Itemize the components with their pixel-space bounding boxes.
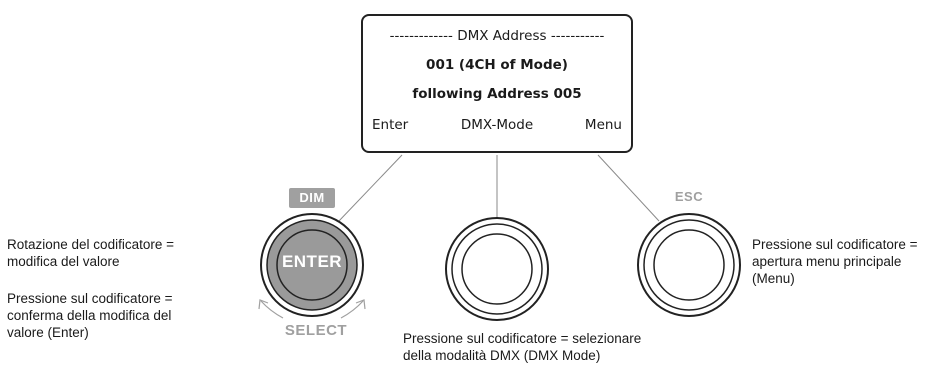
display-line-following: following Address 005 [412,86,582,102]
encoder-right-knob[interactable] [637,213,741,317]
center-encoder-press-description: Pressione sul codificatore = selezionare… [403,331,642,363]
rotate-arrow-left-head-icon [258,299,269,310]
rotate-arrow-right-icon [340,300,364,319]
dim-tag: DIM [289,188,335,208]
display-line-title: ------------- DMX Address ----------- [389,28,605,44]
encoder-left-knob[interactable] [260,213,364,317]
encoder-center-knob[interactable] [445,217,549,321]
right-encoder-press-description: Pressione sul codificatore = apertura me… [752,237,918,286]
connector-line-right [597,154,660,222]
lcd-display: ------------- DMX Address ----------- 00… [361,14,633,153]
rotate-arrow-right-head-icon [355,299,366,310]
enter-label: ENTER [281,252,343,271]
softkey-dmx-mode-label: DMX-Mode [460,117,534,133]
display-line-address: 001 (4CH of Mode) [426,57,568,73]
left-encoder-rotate-description: Rotazione del codificatore = modifica de… [7,237,174,269]
softkey-enter-label: Enter [372,117,409,133]
left-encoder-press-description: Pressione sul codificatore = conferma de… [7,291,173,340]
select-tag: SELECT [284,322,348,339]
esc-tag: ESC [674,189,704,204]
connector-line-left [337,154,403,223]
softkey-menu-label: Menu [584,117,622,133]
rotate-arrow-left-icon [260,300,284,319]
